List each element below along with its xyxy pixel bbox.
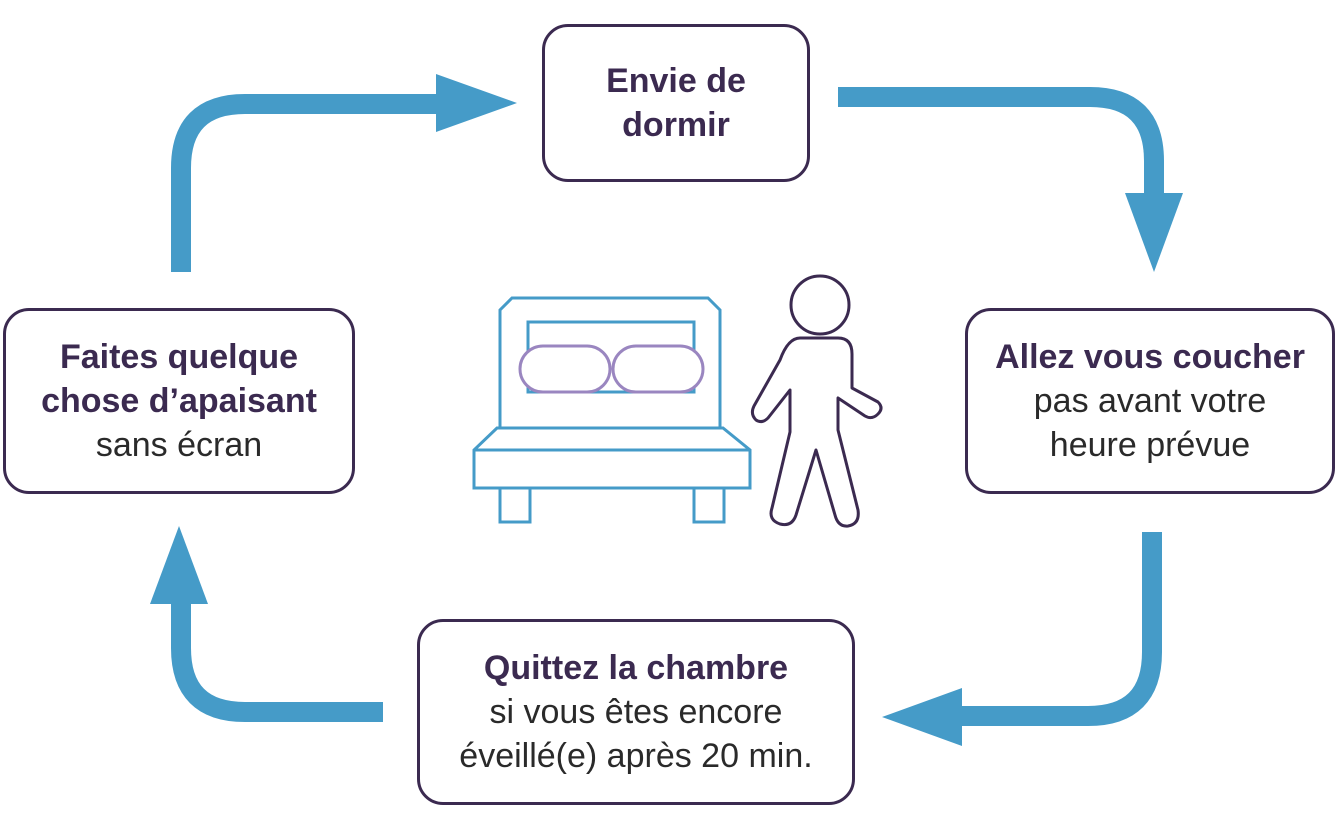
pillow-left-icon: [518, 344, 612, 394]
arrow-left-to-top: [171, 74, 517, 272]
person-icon: [750, 274, 883, 528]
step-right-title: Allez vous coucher: [995, 338, 1305, 376]
arrow-right-to-bottom: [882, 532, 1162, 746]
arrow-bottom-to-left: [150, 526, 383, 722]
arrow-left-to-top-line: [171, 94, 445, 272]
step-left-detail: sans écran: [95, 426, 263, 464]
step-right-detail: pas avant votre heure prévue: [1033, 382, 1267, 464]
bed-icon: [472, 296, 752, 524]
pillows: [518, 344, 705, 394]
arrow-right-to-bottom-line: [955, 532, 1162, 726]
step-box-top: Envie de dormir: [542, 24, 810, 182]
arrow-top-to-right: [838, 87, 1183, 272]
step-bottom-detail: si vous êtes encore éveillé(e) après 20 …: [459, 693, 813, 775]
bed-headboard: [498, 296, 722, 427]
bed-leg-right: [692, 486, 726, 524]
person-body: [750, 336, 883, 528]
arrow-left-icon: [882, 688, 962, 746]
step-left-title: Faites quelque chose d’apaisant: [41, 338, 317, 420]
arrow-top-to-right-line: [838, 87, 1164, 200]
arrow-right-icon: [436, 74, 517, 132]
step-box-bottom: Quittez la chambre si vous êtes encore é…: [417, 619, 855, 805]
pillow-right-icon: [611, 344, 705, 394]
person-head: [789, 274, 851, 336]
bed-frame: [472, 426, 752, 490]
arrow-down-icon: [1125, 193, 1183, 272]
step-box-left: Faites quelque chose d’apaisant sans écr…: [3, 308, 355, 494]
step-bottom-title: Quittez la chambre: [483, 649, 789, 687]
step-box-right: Allez vous coucher pas avant votre heure…: [965, 308, 1335, 494]
step-top-title: Envie de dormir: [606, 62, 746, 144]
arrow-bottom-to-left-line: [171, 595, 383, 722]
arrow-up-icon: [150, 526, 208, 604]
bed-leg-left: [498, 486, 532, 524]
